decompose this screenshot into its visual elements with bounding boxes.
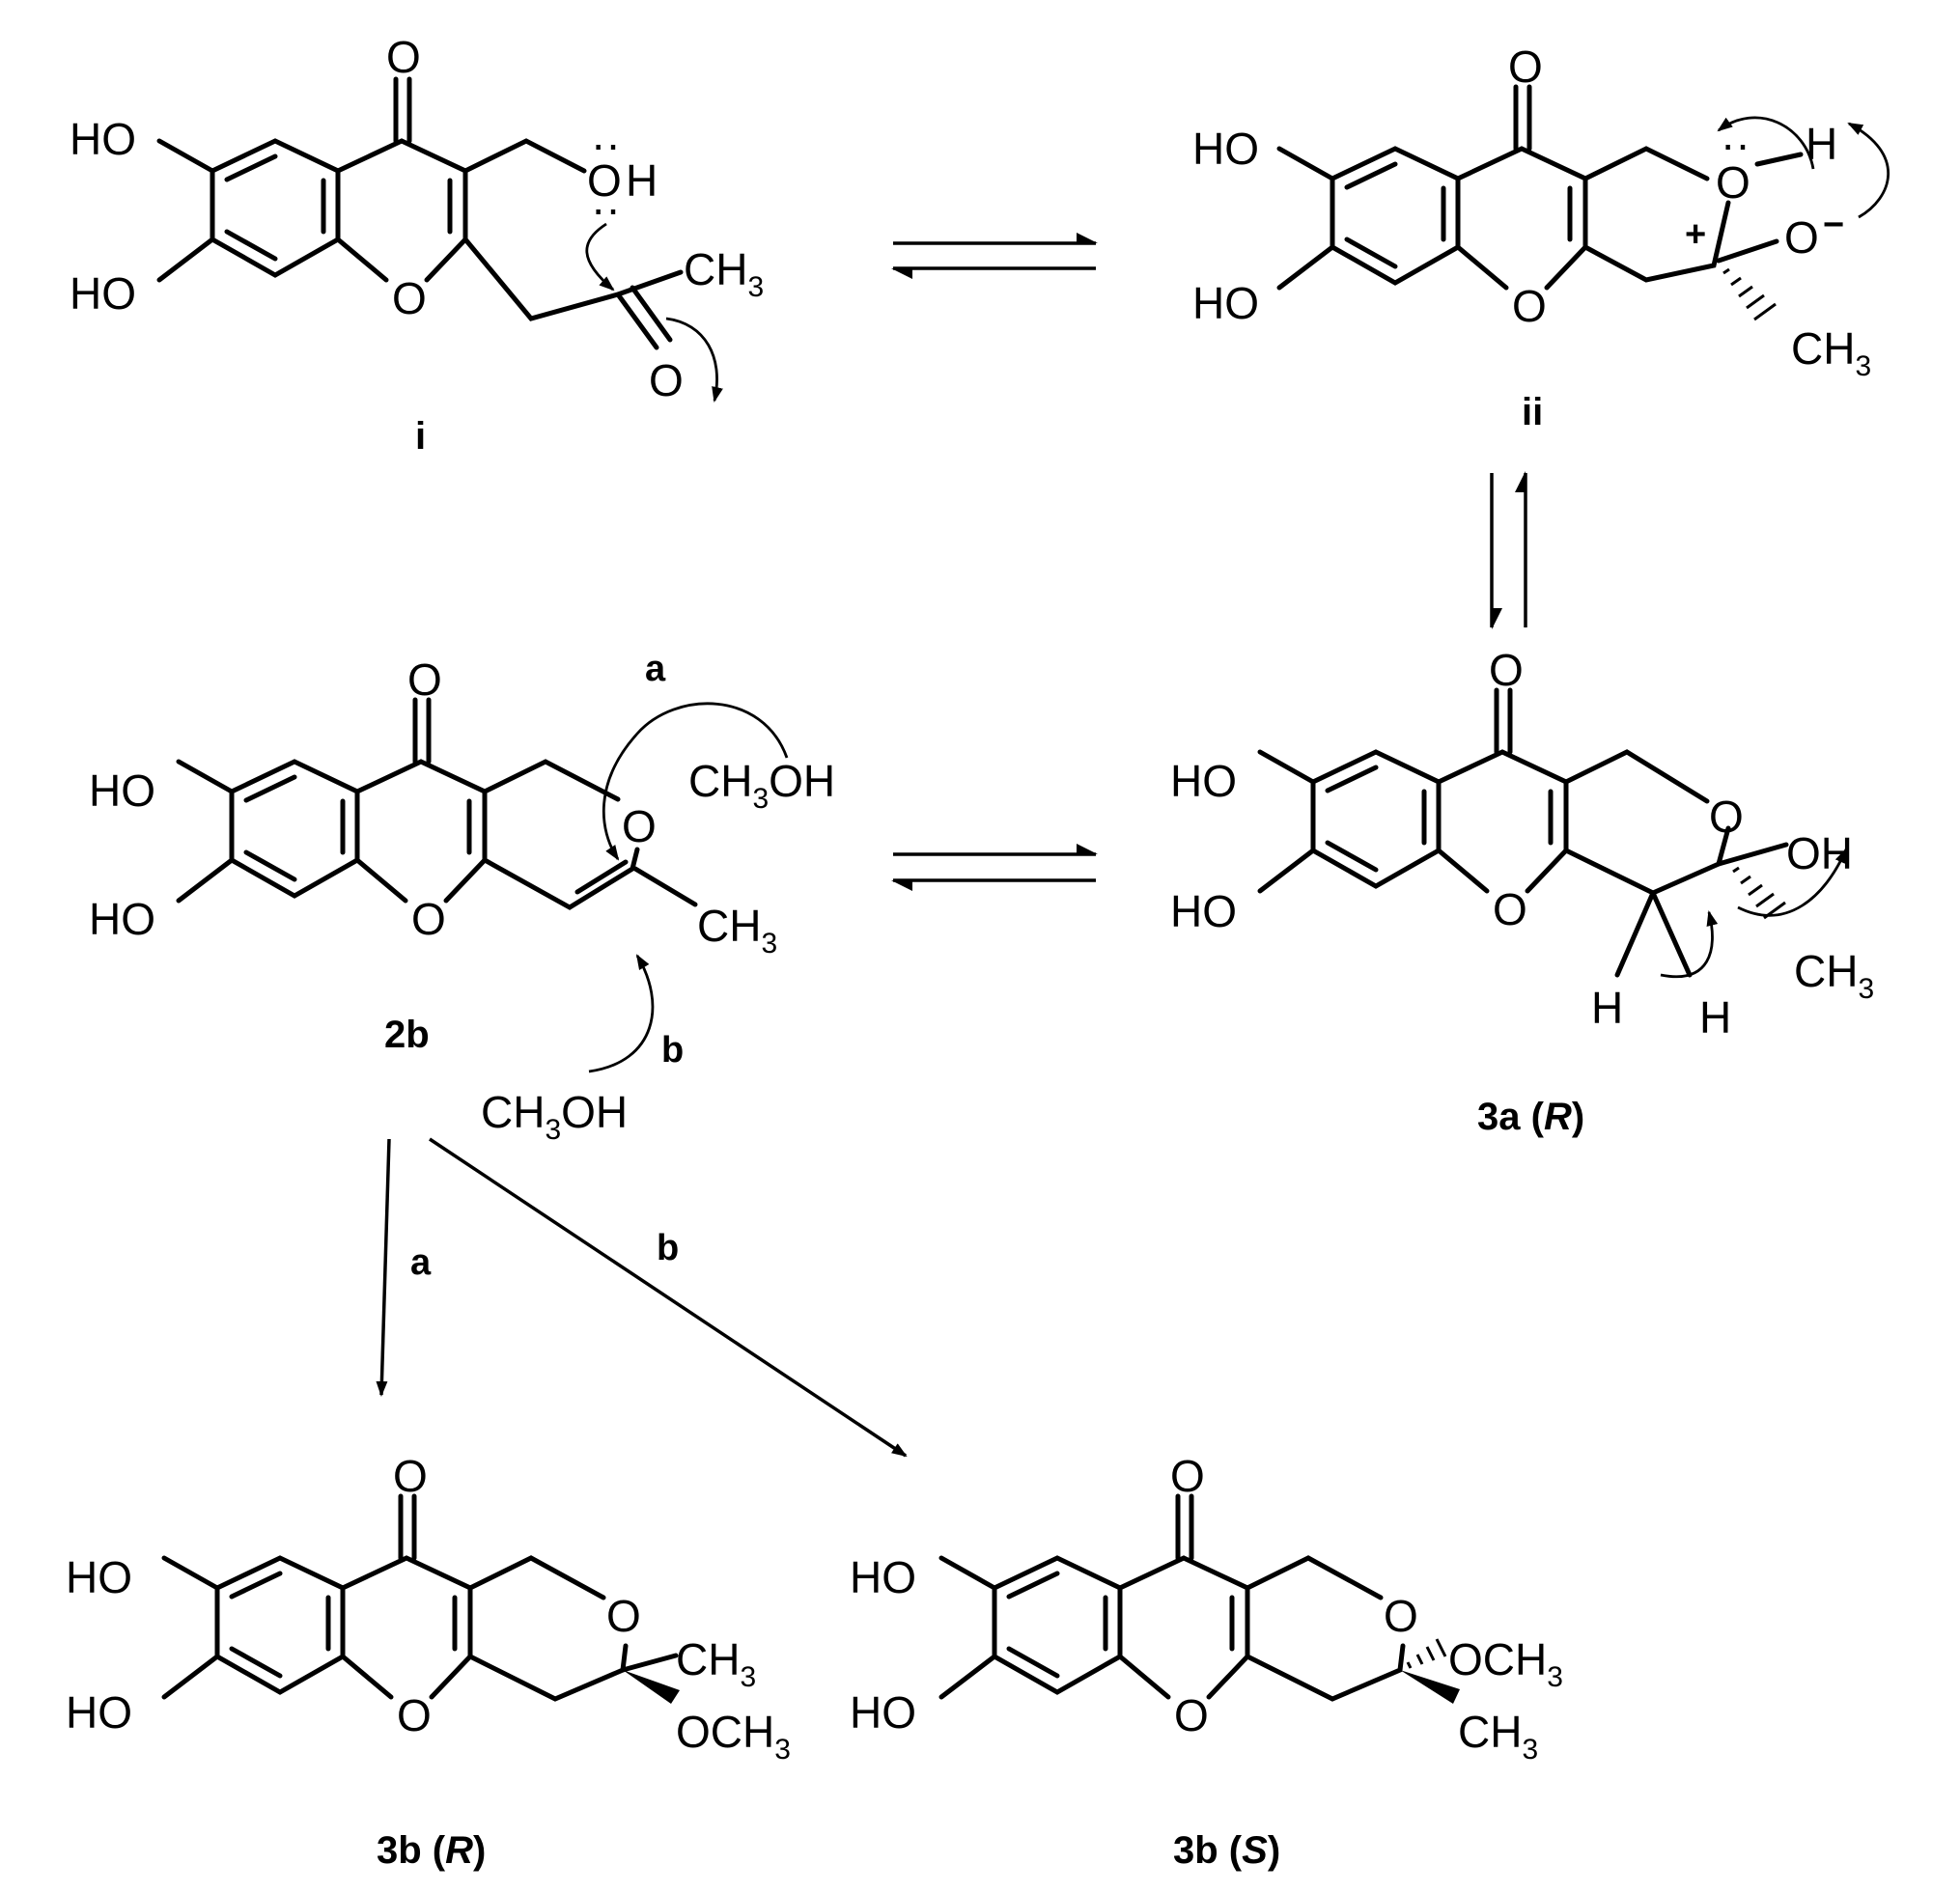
3bS-methoxy: OCH3: [1448, 1634, 1563, 1693]
path-a-arrow: [376, 1138, 391, 1397]
3bS-pyran-o: O: [1384, 1591, 1418, 1641]
3bR-pyran-o: O: [606, 1591, 641, 1641]
compound-3bS-structure: [938, 1493, 1460, 1704]
label-compound-ii: ii: [1522, 391, 1543, 433]
methanol-a: CH3OH: [688, 756, 835, 815]
i-ring-o: O: [392, 273, 427, 323]
2b-attack-arrow-a: [602, 702, 789, 861]
3a-ho-bottom: HO: [1170, 886, 1237, 936]
3bR-methyl: CH3: [676, 1634, 756, 1693]
i-ho-bottom: HO: [70, 268, 136, 319]
i-lone-pair-bottom: ··: [591, 183, 621, 234]
3a-methyl: CH3: [1794, 946, 1874, 1005]
3bS-carbonyl-o: O: [1170, 1451, 1205, 1501]
3bS-methyl: CH3: [1458, 1707, 1538, 1766]
3bS-ho-bottom: HO: [850, 1687, 916, 1738]
3a-proton-arrow: [1660, 910, 1719, 978]
i-lone-pair-top: ··: [591, 119, 621, 169]
3a-carbonyl-o: O: [1489, 645, 1524, 695]
3a-oh-leave-arrow: [1737, 848, 1848, 917]
path-b-arrow: [429, 1137, 908, 1458]
label-compound-3bS: 3b (S): [1173, 1829, 1280, 1872]
compound-i-structure: [156, 76, 684, 350]
2b-path-b-label: b: [661, 1030, 684, 1071]
3a-ring-o: O: [1493, 884, 1527, 934]
2b-carbonyl-o: O: [407, 654, 442, 705]
label-compound-i: i: [415, 415, 426, 458]
3bR-ho-bottom: HO: [66, 1687, 132, 1738]
label-compound-2b: 2b: [384, 1014, 430, 1056]
3bR-ring-o: O: [397, 1690, 432, 1740]
ii-methyl: CH3: [1791, 323, 1871, 382]
i-hydroxyl-o: O: [587, 155, 622, 206]
ii-oxonium-o: O: [1716, 157, 1750, 208]
compound-3bR-structure: [161, 1493, 680, 1704]
ii-minus-charge: −: [1823, 205, 1844, 245]
i-carbonyl-arrow: [665, 317, 723, 403]
3a-h-right: H: [1699, 992, 1731, 1043]
i-attack-arrow: [585, 222, 615, 292]
ii-ho-top: HO: [1192, 124, 1259, 174]
ii-ho-bottom: HO: [1192, 278, 1259, 328]
ii-plus-charge: +: [1685, 214, 1706, 255]
ii-h-transfer-arrow: [1847, 122, 1890, 219]
3bR-methoxy: OCH3: [676, 1707, 791, 1766]
3a-ho-top: HO: [1170, 756, 1237, 806]
3bR-carbonyl-o: O: [393, 1451, 428, 1501]
label-compound-3a: 3a (R): [1477, 1096, 1584, 1138]
label-compound-3bR: 3b (R): [377, 1829, 486, 1872]
2b-pyran-o: O: [622, 801, 657, 851]
2b-attack-arrow-b: [588, 954, 655, 1073]
ii-carbonyl-o: O: [1508, 42, 1543, 92]
2b-ring-o: O: [411, 894, 446, 944]
i-hydroxyl-h: H: [626, 155, 658, 206]
2b-path-a-label: a: [645, 649, 666, 689]
i-ho-top: HO: [70, 114, 136, 164]
3a-pyran-o: O: [1709, 792, 1744, 842]
methanol-b: CH3OH: [481, 1087, 628, 1146]
ii-alkoxide-o: O: [1784, 212, 1819, 263]
3a-h-left: H: [1591, 983, 1623, 1033]
3bS-ho-top: HO: [850, 1552, 916, 1602]
ii-oh-bond-arrow: [1717, 116, 1815, 170]
3bS-ring-o: O: [1174, 1690, 1209, 1740]
2b-ho-bottom: HO: [89, 894, 155, 944]
i-carbonyl-o: O: [386, 32, 421, 82]
path-a-label: a: [410, 1242, 432, 1283]
compound-3a-structure: [1257, 687, 1789, 978]
ii-ring-o: O: [1512, 281, 1547, 331]
path-b-label: b: [657, 1228, 679, 1268]
2b-methyl: CH3: [697, 901, 777, 960]
3bR-ho-top: HO: [66, 1552, 132, 1602]
compound-ii-structure: [1276, 84, 1804, 321]
2b-ho-top: HO: [89, 765, 155, 816]
compound-2b-structure: [176, 697, 698, 910]
i-ketone-o: O: [649, 355, 684, 405]
i-methyl: CH3: [684, 244, 764, 303]
